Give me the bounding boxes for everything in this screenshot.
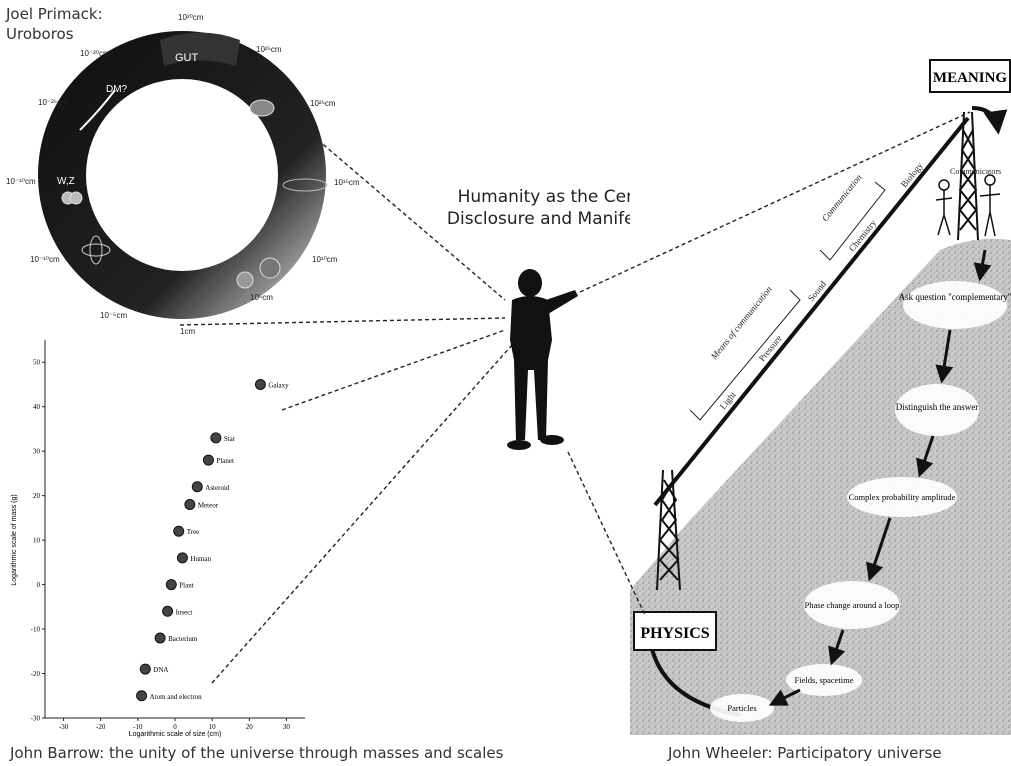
tick-group: -30 -20 -10 0 10 20 30 40 50 -30 -20 -10 0 10 20 30 <box>31 359 291 731</box>
point-star <box>210 432 222 444</box>
meaning-label: MEANING <box>933 70 1007 86</box>
scale-label-top-right: 10²⁵cm <box>256 45 282 54</box>
point-meteor <box>184 499 196 511</box>
point-label: Human <box>190 555 211 563</box>
point-atom-and-electron <box>136 690 148 702</box>
x-tick-label: 10 <box>209 723 217 731</box>
scale-label-left-upper: 10⁻²⁵cm <box>38 98 68 107</box>
point-galaxy <box>254 378 266 390</box>
y-tick-label: 30 <box>33 448 41 456</box>
wheeler-panel: Light Pressure Sound Chemistry Biology M… <box>630 59 1011 735</box>
scale-label-right-upper: 10²⁵cm <box>310 99 336 108</box>
point-label: Plant <box>179 582 193 590</box>
step-complex-probability: Complex probability amplitude <box>849 492 956 502</box>
centre-title-line1: Humanity as the Centre of <box>457 187 683 207</box>
scale-label-bottom-left: 10⁻⁵cm <box>100 311 127 320</box>
barrow-chart: -30 -20 -10 0 10 20 30 40 50 -30 -20 -10 0 10 20 30 Gal… <box>11 340 305 738</box>
point-label: Star <box>224 435 236 443</box>
gut-label: GUT <box>175 52 199 64</box>
point-tree <box>173 525 185 537</box>
scale-label-left-lower: 10⁻¹⁰cm <box>30 255 60 264</box>
communicators-label: Communicators <box>950 167 1001 176</box>
y-tick-label: 10 <box>33 537 41 545</box>
scale-label-bottom-right: 10⁵cm <box>250 293 273 302</box>
light-beam <box>653 116 970 507</box>
point-label: DNA <box>153 666 168 674</box>
y-tick-label: -10 <box>31 626 41 634</box>
physics-box <box>633 611 717 651</box>
communication-brace <box>819 181 886 261</box>
wz-label: W,Z <box>57 176 75 187</box>
lower-tower <box>656 469 681 591</box>
scale-label-right: 10¹⁵cm <box>334 178 360 187</box>
scale-label-top: 10²⁰cm <box>178 13 204 22</box>
physics-label: PHYSICS <box>640 625 709 642</box>
y-tick-label: 40 <box>33 403 41 411</box>
scale-label-bottom: 1cm <box>180 327 195 336</box>
point-label: Galaxy <box>268 381 289 389</box>
step-particles: Particles <box>727 703 756 713</box>
step-distinguish: Distinguish the answer <box>896 402 979 412</box>
x-tick-label: -30 <box>59 723 69 731</box>
point-label: Meteor <box>198 502 219 510</box>
meaning-box <box>929 59 1011 93</box>
dm-arrow <box>79 89 116 131</box>
scale-label-left: 10⁻¹⁰cm <box>6 177 36 186</box>
x-tick-label: 0 <box>173 723 177 731</box>
primack-uroboros: GUT DM? W,Z 10²⁰cm 10⁻²⁰cm 10⁻²⁵cm 10⁻¹⁰… <box>6 13 360 336</box>
primack-caption-line1: Joel Primack: <box>6 5 103 23</box>
point-asteroid <box>191 481 203 493</box>
scale-label-right-lower: 10¹⁰cm <box>312 255 338 264</box>
point-group: GalaxyStarPlanetAsteroidMeteorTreeHumanP… <box>136 378 289 702</box>
step-ask-question: Ask question "complementary" <box>899 292 1011 302</box>
dm-label: DM? <box>106 84 128 95</box>
serpent-head <box>160 32 240 66</box>
point-label: Planet <box>216 457 234 465</box>
point-label: Atom and electron <box>150 693 203 701</box>
point-planet <box>202 454 214 466</box>
point-dna <box>139 663 151 675</box>
primack-caption: Joel Primack: Uroboros <box>6 4 103 44</box>
y-axis-label: Logarithmic scale of mass (g) <box>11 494 18 585</box>
means-brace <box>689 289 801 421</box>
meaning-arrow <box>971 106 1008 135</box>
human-silhouette <box>507 269 578 450</box>
point-label: Tree <box>187 528 200 536</box>
point-bacterium <box>154 632 166 644</box>
primack-caption-line2: Uroboros <box>6 25 74 43</box>
scale-label-top-left: 10⁻²⁰cm <box>80 49 110 58</box>
y-tick-label: 50 <box>33 359 41 367</box>
barrow-caption: John Barrow: the unity of the universe t… <box>10 744 504 762</box>
y-tick-label: 20 <box>33 492 41 500</box>
point-label: Bacterium <box>168 635 198 643</box>
step-phase-change: Phase change around a loop <box>805 600 900 610</box>
point-plant <box>165 579 177 591</box>
y-tick-label: 0 <box>37 581 41 589</box>
step-fields-spacetime: Fields, spacetime <box>794 675 853 685</box>
point-insect <box>162 605 174 617</box>
x-tick-label: -10 <box>133 723 143 731</box>
x-axis-label: Logarithmic scale of size (cm) <box>129 731 222 738</box>
y-tick-label: -30 <box>31 715 41 723</box>
x-tick-label: 30 <box>283 723 291 731</box>
x-tick-label: 20 <box>246 723 254 731</box>
point-human <box>176 552 188 564</box>
hill-shape <box>630 238 1011 735</box>
point-label: Insect <box>176 608 193 616</box>
communicators-figures <box>935 174 1001 237</box>
dashed-connectors <box>179 111 971 684</box>
wheeler-steps: Ask question "complementary" Distinguish… <box>710 249 1011 722</box>
upper-tower <box>957 111 979 241</box>
wheeler-caption: John Wheeler: Participatory universe <box>668 744 942 762</box>
point-label: Asteroid <box>205 484 230 492</box>
y-tick-label: -20 <box>31 670 41 678</box>
x-tick-label: -20 <box>96 723 106 731</box>
